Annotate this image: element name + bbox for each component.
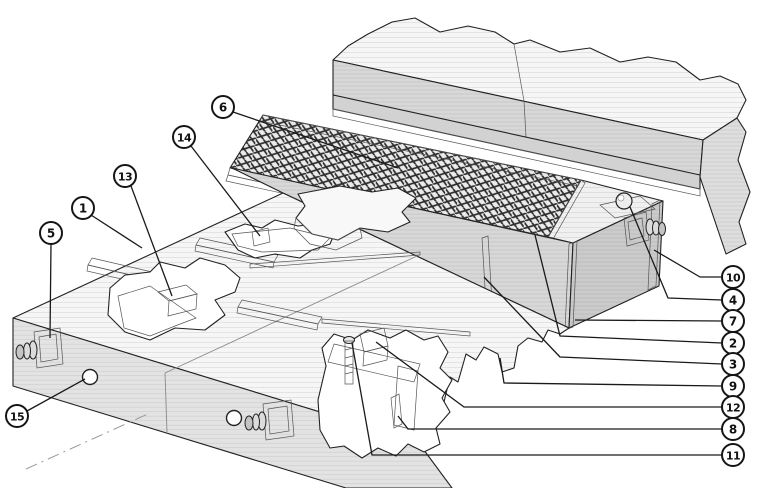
connector-bar-upper-side [194,244,275,269]
deck-front-joint-seam [164,372,168,433]
callout-5-label: 5 [47,227,55,241]
keyblock-13-front [167,293,198,317]
callout-15: 15 [5,404,29,428]
callout-9-label: 9 [729,380,737,394]
side-latch-right [623,211,666,247]
leader-10 [653,249,722,278]
lifted-key-plate-thickness [293,217,363,251]
joint-rod-front [321,318,471,337]
joint-rod-back [249,251,421,269]
block-segment-seam [513,43,527,138]
callout-10-label: 10 [726,272,741,285]
front-latch-middle [244,399,295,441]
leader-9 [499,357,723,387]
callout-8: 8 [721,417,745,441]
puzzle-cutout-left-section [117,285,197,337]
seam-strip-8 [390,393,403,429]
side-latch-cap [658,222,666,236]
puzzle-cutout-middle-section [231,227,331,253]
callout-13-label: 13 [118,171,132,184]
callout-3: 3 [721,352,745,376]
callout-1-label: 1 [79,202,87,216]
front-hole-left [81,368,99,386]
grating-back-frame [259,114,582,187]
callout-9: 9 [721,374,745,398]
puzzle-cutout-left [107,257,241,341]
callout-2: 2 [721,331,745,355]
front-latch-middle-cap [244,415,254,431]
ledge-step-top [332,108,701,197]
deck-top-joint-seam [164,255,418,374]
callout-11-label: 11 [726,450,740,463]
leader-13 [130,185,173,297]
cutaway-notch [317,327,453,459]
leader-3 [483,276,723,365]
callout-6-label: 6 [219,101,227,115]
edge-seal-strip-10 [647,199,661,291]
stacked-panel-block [332,17,751,255]
callout-7-label: 7 [729,315,737,329]
leader-1 [90,214,143,249]
lifted-key-plate [293,185,417,251]
front-latch-left [15,327,64,369]
leader-5 [49,243,52,339]
callouts: 6 14 13 1 5 15 10 4 7 2 3 9 12 8 11 [5,95,745,467]
puzzle-cutout-left-outline [107,257,241,341]
side-latch-plate [623,211,650,247]
callout-14-label: 14 [177,132,192,145]
cutaway-section-slab [327,343,421,383]
callout-3-label: 3 [729,358,737,372]
side-latch-plate-inner [627,217,645,241]
front-latch-left-thread-2 [23,342,31,360]
callout-11: 11 [721,443,745,467]
callout-5: 5 [39,221,63,245]
front-latch-middle-plate-inner [267,405,290,435]
leader-6 [232,111,399,169]
lower-deck-layer [12,185,570,488]
callout-7: 7 [721,309,745,333]
callout-1: 1 [71,196,95,220]
callout-4-label: 4 [729,294,737,308]
callout-15-label: 15 [10,411,24,424]
front-latch-middle-thread-2 [252,413,260,431]
callout-12-label: 12 [726,402,740,415]
block-top-face [332,17,747,141]
anchor-bolt-threads [344,347,354,375]
dome-button [615,192,633,210]
leader-14 [190,145,261,237]
callout-12: 12 [721,395,745,419]
bracket-14 [251,227,271,247]
centerline [25,412,151,470]
leader-lines [26,111,723,456]
leader-11 [351,342,722,456]
cutaway-web-section [393,365,419,431]
upper-deck-layer [225,114,666,331]
connector-plate-12-side [362,345,389,367]
dome-button-assembly [599,192,656,219]
leader-15 [26,378,86,412]
leader-7 [574,319,723,322]
corner-seal-strip-7 [564,240,578,331]
anchor-bolt-head [343,336,355,344]
leader-8 [397,415,722,430]
connector-bar-middle [236,299,323,331]
callout-8-label: 8 [729,423,737,437]
callout-10: 10 [721,265,745,289]
block-torn-end-face [699,117,751,255]
cutaway-notch-outline [317,329,453,459]
callout-4: 4 [721,288,745,312]
connector-bar-middle-side [236,306,319,331]
callout-2-label: 2 [729,337,737,351]
callout-6: 6 [211,95,235,119]
leader-12 [375,341,722,408]
anchor-bolt-shaft [344,340,354,385]
front-latch-left-cap [15,344,25,360]
dome-button-highlight [617,194,625,202]
leader-4 [629,206,723,301]
callout-14: 14 [172,125,196,149]
callout-13: 13 [113,164,137,188]
front-hole-middle [225,409,243,427]
leader-2 [534,234,723,344]
